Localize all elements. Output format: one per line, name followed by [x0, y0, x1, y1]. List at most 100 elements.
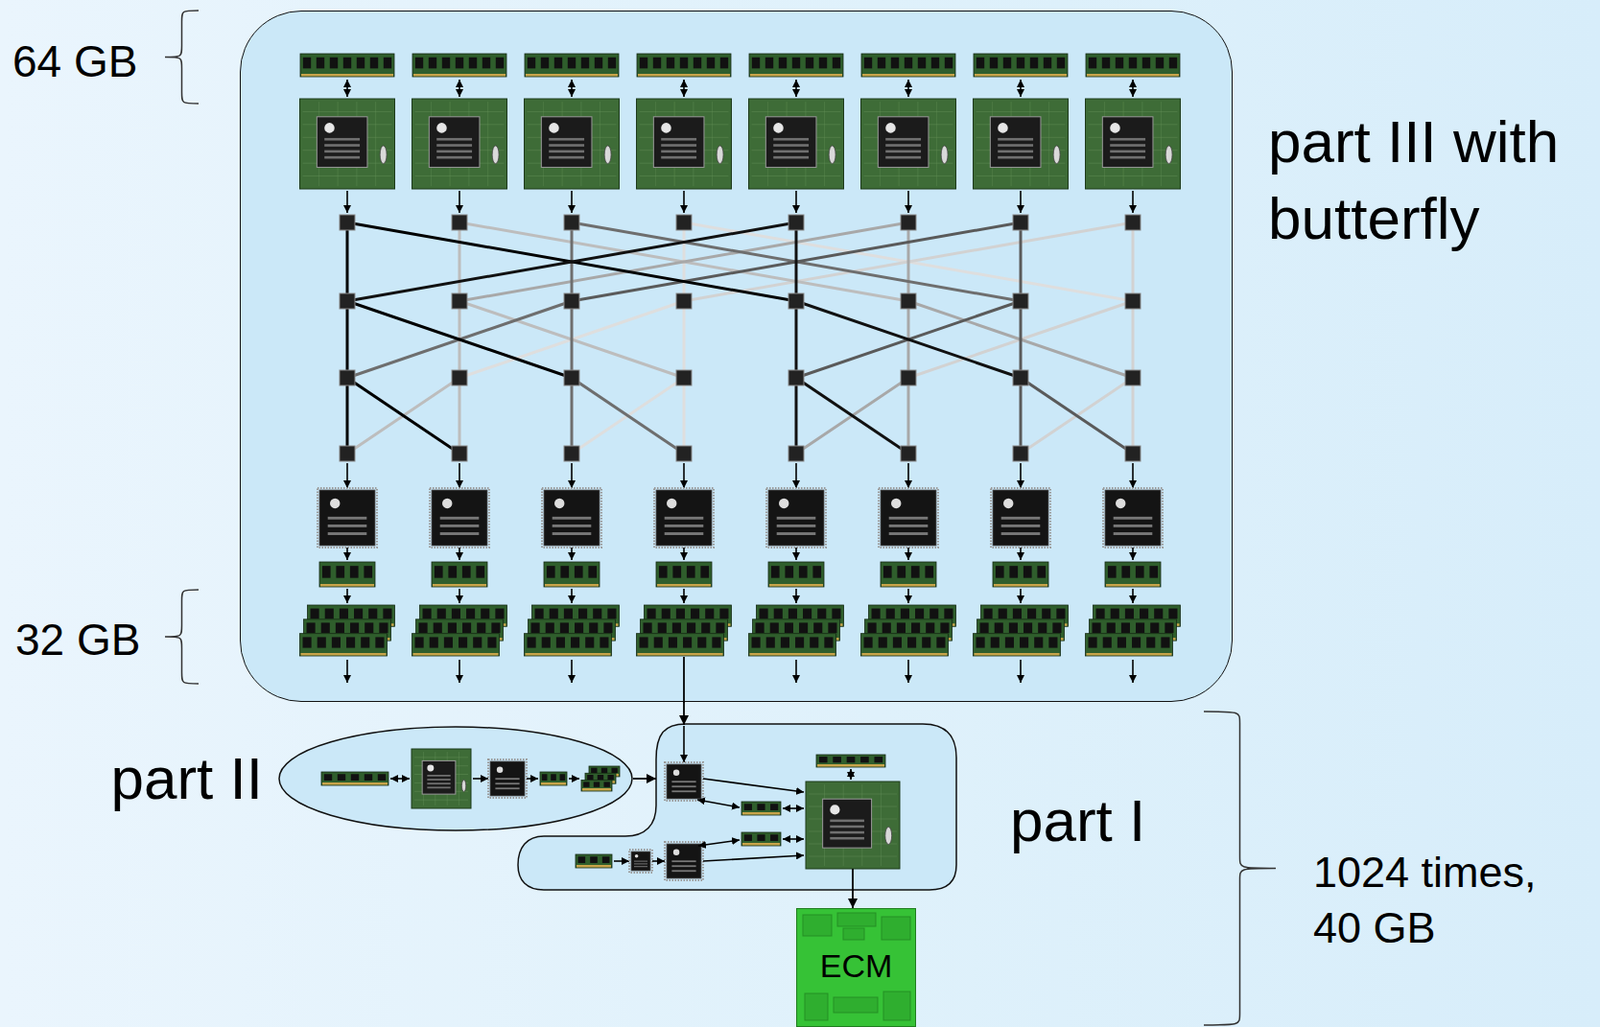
- ram-chip: [900, 609, 910, 620]
- chip-marking: [997, 156, 1034, 160]
- ram-chip: [904, 57, 913, 70]
- size-label: 32 GB: [15, 615, 141, 665]
- chip-pins: [664, 842, 704, 881]
- chip-pins: [541, 488, 602, 548]
- chip-marking: [776, 532, 817, 536]
- ram-contacts: [641, 637, 728, 641]
- chip-marking: [889, 517, 929, 520]
- ram-contacts: [982, 623, 1068, 627]
- chip-marking: [889, 532, 929, 536]
- ram-module: [581, 780, 612, 792]
- ram-chip: [765, 57, 774, 70]
- chip-logo: [673, 848, 680, 855]
- chip-body: [319, 490, 376, 546]
- chip-marking: [671, 785, 696, 788]
- chip-pins: [1103, 488, 1163, 548]
- ram-chip: [480, 609, 490, 620]
- pcb-trace: [976, 137, 1066, 139]
- ellipse-outline: [279, 727, 633, 831]
- pcb-trace: [542, 101, 544, 187]
- butterfly-link: [795, 301, 799, 378]
- double-arrow: [458, 79, 461, 97]
- ram-chip: [780, 636, 790, 648]
- asic-chip: [429, 488, 490, 548]
- ram-chip: [706, 57, 715, 70]
- brace: [1203, 711, 1276, 1026]
- ram-module: [768, 562, 824, 588]
- pcb-trace: [414, 800, 469, 801]
- ram-chip: [886, 609, 895, 620]
- ram-chip: [466, 609, 475, 620]
- switch-node: [900, 370, 917, 386]
- ram-chip: [766, 636, 776, 648]
- ram-board: [973, 53, 1068, 77]
- ram-board: [524, 634, 612, 657]
- double-arrow: [697, 800, 740, 808]
- pcb-trace: [1088, 163, 1178, 165]
- chip-marking: [328, 532, 368, 536]
- pcb-trace: [898, 101, 900, 187]
- chip-marking: [664, 517, 705, 520]
- chip-marking: [1001, 517, 1041, 520]
- pcb-trace: [1088, 123, 1178, 125]
- chip-marking: [671, 860, 696, 863]
- ram-chip: [784, 565, 794, 578]
- switch-node: [676, 370, 692, 386]
- chip-marking: [1113, 532, 1153, 536]
- chip-marking: [440, 524, 480, 528]
- ram-chip: [1135, 565, 1145, 578]
- ram-chip: [799, 565, 808, 578]
- ram-board: [1085, 53, 1180, 77]
- pcb-trace: [303, 163, 393, 165]
- ram-chip: [1023, 565, 1033, 578]
- ram-module: [749, 53, 844, 77]
- pcb-trace: [879, 101, 881, 187]
- ram-board: [861, 53, 956, 77]
- butterfly-link: [347, 301, 572, 378]
- pcb-trace: [1141, 101, 1143, 187]
- ram-contacts: [657, 584, 711, 588]
- chip-marking: [324, 156, 360, 160]
- chip-marking: [634, 866, 648, 868]
- ram-chip: [1016, 57, 1025, 70]
- region-label: part III with butterfly: [1268, 103, 1595, 258]
- arrow: [907, 659, 910, 683]
- asic-chip: [1103, 488, 1163, 548]
- ram-chip: [756, 834, 765, 842]
- ram-contacts: [817, 764, 885, 768]
- chip-logo: [635, 854, 639, 859]
- ram-module: [992, 562, 1049, 588]
- ram-chip: [984, 609, 993, 620]
- pcb-trace: [639, 149, 730, 151]
- crystal: [1053, 145, 1060, 165]
- chip-marking: [552, 517, 592, 520]
- ram-chip: [491, 622, 500, 634]
- ram-contacts: [993, 584, 1048, 588]
- ram-module: [861, 53, 956, 77]
- ram-chip: [556, 636, 565, 648]
- arrow: [458, 588, 461, 604]
- arrow: [907, 547, 910, 561]
- chip-marking: [634, 863, 648, 865]
- ram-contacts: [974, 73, 1067, 77]
- arrow: [526, 777, 539, 780]
- ram-contacts: [881, 584, 936, 588]
- ram-chip: [990, 636, 1000, 648]
- cpu-chip: [989, 117, 1041, 168]
- ram-board: [540, 772, 567, 786]
- ram-chip: [770, 622, 779, 634]
- chip-logo: [660, 122, 672, 134]
- chip-marking: [328, 524, 368, 528]
- cpu-chip: [877, 117, 929, 168]
- chip-marking: [776, 517, 817, 520]
- ram-chip: [976, 57, 985, 70]
- ram-chip: [1115, 57, 1124, 70]
- ram-module: [1093, 605, 1181, 627]
- pcb-trace: [808, 794, 897, 796]
- asic-chip: [317, 488, 377, 548]
- ram-chip: [1146, 636, 1155, 648]
- ram-chip: [303, 57, 311, 70]
- ram-chip: [756, 803, 765, 811]
- ram-board: [981, 605, 1069, 627]
- ram-board: [880, 562, 937, 588]
